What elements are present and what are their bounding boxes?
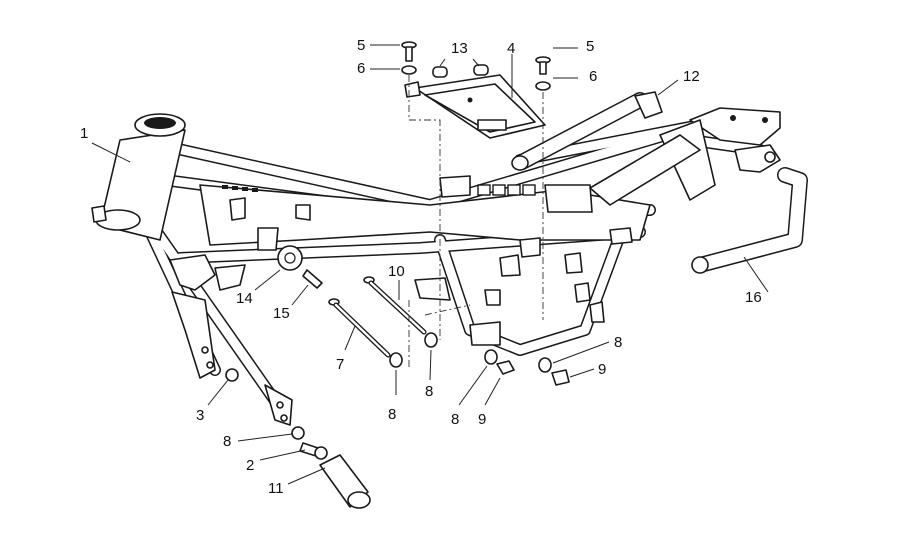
callout-8-e: 8	[223, 433, 231, 450]
part-12-tube	[511, 91, 663, 171]
part-16-tube	[691, 167, 808, 274]
side-bracket	[214, 264, 246, 291]
part-11-cover	[319, 454, 371, 509]
callout-5-right: 5	[586, 38, 594, 55]
leader-lines	[91, 44, 769, 485]
callout-10: 10	[388, 263, 405, 280]
part-6-washer-right	[535, 81, 551, 91]
cradle-lugs	[414, 175, 633, 346]
callout-7: 7	[336, 356, 344, 373]
steering-head	[91, 113, 186, 241]
part-9-nuts	[496, 360, 570, 386]
front-bracket	[169, 254, 216, 291]
part-10-bolt	[363, 276, 427, 335]
part-14-bushing	[277, 245, 303, 271]
callout-labels: 1 2 3 4 5 5 6 6 7 8 8 8 8 8 9 9 10 11 12…	[80, 37, 762, 497]
callout-8-b: 8	[425, 383, 433, 400]
part-4-plate	[404, 74, 546, 139]
alignment-lines	[408, 75, 544, 370]
callout-1: 1	[80, 125, 88, 142]
callout-6-left: 6	[357, 60, 365, 77]
callout-12: 12	[683, 68, 700, 85]
frame-spine-plate	[199, 184, 651, 246]
callout-3: 3	[196, 407, 204, 424]
part-5-screw-right	[535, 56, 551, 75]
callout-15: 15	[273, 305, 290, 322]
callout-8-a: 8	[388, 406, 396, 423]
callout-9-b: 9	[598, 361, 606, 378]
callout-8-d: 8	[614, 334, 622, 351]
part-6-washer-left	[401, 65, 417, 75]
callout-8-c: 8	[451, 411, 459, 428]
part-5-screw-left	[401, 41, 417, 62]
rear-subframe	[589, 107, 781, 206]
part-7-bolt	[328, 298, 391, 358]
callout-6-right: 6	[589, 68, 597, 85]
part-15-screw	[302, 269, 323, 289]
callout-16: 16	[745, 289, 762, 306]
callout-13: 13	[451, 40, 468, 57]
main-frame	[91, 107, 781, 426]
callout-4: 4	[507, 40, 515, 57]
callout-9-a: 9	[478, 411, 486, 428]
callout-2: 2	[246, 457, 254, 474]
part-13-grommets	[432, 64, 489, 78]
down-tube-brackets	[171, 291, 293, 426]
callout-14: 14	[236, 290, 253, 307]
callout-5-left: 5	[357, 37, 365, 54]
part-8-washers	[225, 332, 552, 440]
part-2-screw	[299, 442, 328, 460]
callout-11: 11	[268, 480, 284, 497]
